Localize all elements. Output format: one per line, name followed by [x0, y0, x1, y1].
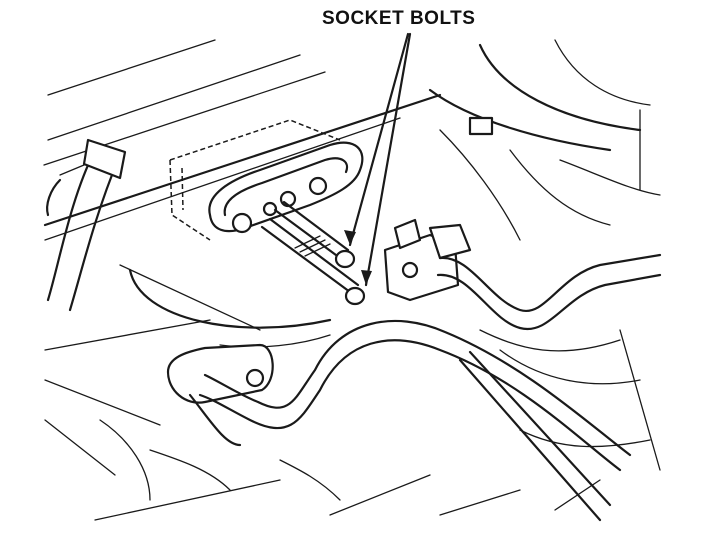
reservoir-body: [128, 268, 332, 348]
brake-line-upper: [436, 253, 662, 331]
callout-leader-arrows: [344, 32, 412, 287]
brake-line-lower: [188, 319, 632, 522]
socket-bolt-upper: [273, 200, 356, 269]
background-lines: [43, 39, 601, 521]
left-pipe-clamp: [166, 343, 274, 404]
upper-right-structure: [428, 39, 661, 241]
mounting-plate: [208, 141, 364, 234]
mount-block-dashed: [169, 119, 341, 241]
socket-bolts-callout-label: SOCKET BOLTS: [322, 8, 476, 29]
lower-left-structure: [99, 419, 341, 501]
left-hose: [46, 138, 127, 312]
socket-bolt-lower: [260, 217, 366, 306]
pipe-clamp-right: [383, 218, 472, 302]
lower-right-structure: [479, 329, 661, 471]
